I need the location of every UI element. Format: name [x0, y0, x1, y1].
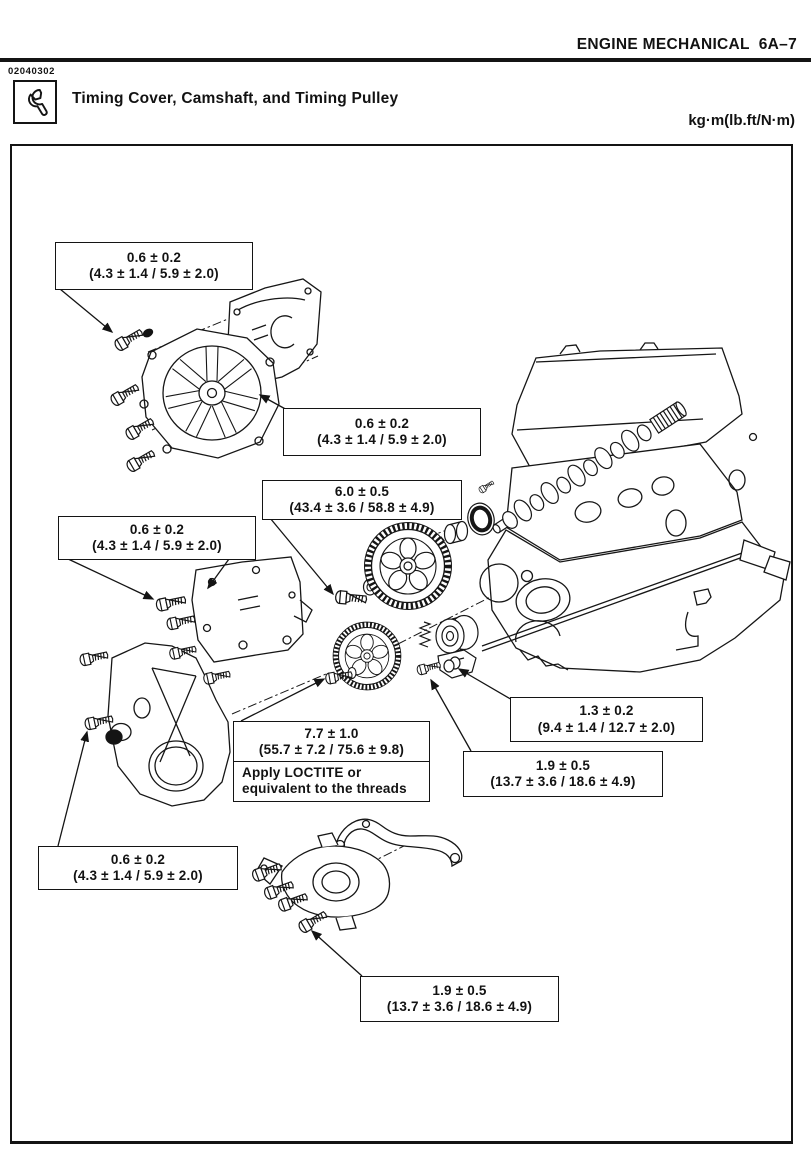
torque-converted: (4.3 ± 1.4 / 5.9 ± 2.0) — [73, 868, 203, 883]
note-line-1: Apply LOCTITE or — [242, 764, 362, 780]
loctite-note: Apply LOCTITE or equivalent to the threa… — [234, 762, 429, 801]
header-rule — [0, 58, 811, 62]
torque-value: 0.6 ± 0.2 — [126, 249, 182, 265]
torque-callout-tensioner-bolt: 1.9 ± 0.5 (13.7 ± 3.6 / 18.6 ± 4.9) — [463, 751, 663, 797]
torque-converted: (13.7 ± 3.6 / 18.6 ± 4.9) — [490, 774, 636, 789]
torque-converted: (55.7 ± 7.2 / 75.6 ± 9.8) — [258, 742, 405, 757]
torque-value: 6.0 ± 0.5 — [334, 483, 390, 499]
torque-callout-crank-pulley-bolt: 7.7 ± 1.0 (55.7 ± 7.2 / 75.6 ± 9.8) Appl… — [233, 721, 430, 802]
service-icon-box — [13, 80, 57, 124]
torque-converted: (43.4 ± 3.6 / 58.8 ± 4.9) — [289, 500, 435, 515]
torque-converted: (13.7 ± 3.6 / 18.6 ± 4.9) — [386, 999, 533, 1014]
torque-section: 7.7 ± 1.0 (55.7 ± 7.2 / 75.6 ± 9.8) — [234, 723, 429, 762]
page-header: ENGINE MECHANICAL 6A–7 — [576, 36, 797, 53]
torque-value: 1.9 ± 0.5 — [535, 757, 591, 773]
torque-callout-lower-cover-upper: 0.6 ± 0.2 (4.3 ± 1.4 / 5.9 ± 2.0) — [58, 516, 256, 560]
section-title: Timing Cover, Camshaft, and Timing Pulle… — [72, 90, 399, 107]
torque-value: 1.9 ± 0.5 — [432, 982, 487, 998]
torque-callout-lower-cover-lower: 0.6 ± 0.2 (4.3 ± 1.4 / 5.9 ± 2.0) — [38, 846, 238, 890]
torque-units-label: kg·m(lb.ft/N·m) — [688, 112, 795, 129]
figure-code: 02040302 — [8, 66, 56, 77]
torque-converted: (4.3 ± 1.4 / 5.9 ± 2.0) — [89, 266, 219, 281]
torque-value: 7.7 ± 1.0 — [304, 725, 359, 741]
torque-converted: (4.3 ± 1.4 / 5.9 ± 2.0) — [92, 538, 222, 553]
torque-callout-upper-cover-right: 0.6 ± 0.2 (4.3 ± 1.4 / 5.9 ± 2.0) — [283, 408, 481, 456]
torque-callout-cam-pulley-bolt: 6.0 ± 0.5 (43.4 ± 3.6 / 58.8 ± 4.9) — [262, 480, 462, 520]
note-line-2: equivalent to the threads — [242, 780, 407, 796]
torque-converted: (9.4 ± 1.4 / 12.7 ± 2.0) — [537, 719, 676, 735]
torque-value: 0.6 ± 0.2 — [354, 415, 410, 431]
torque-callout-tensioner-nut: 1.3 ± 0.2 (9.4 ± 1.4 / 12.7 ± 2.0) — [510, 697, 703, 742]
wrench-icon — [27, 89, 48, 116]
torque-value: 1.3 ± 0.2 — [579, 703, 634, 718]
torque-converted: (4.3 ± 1.4 / 5.9 ± 2.0) — [317, 432, 447, 447]
torque-callout-mount-bracket-bolt: 1.9 ± 0.5 (13.7 ± 3.6 / 18.6 ± 4.9) — [360, 976, 559, 1022]
torque-value: 0.6 ± 0.2 — [129, 521, 185, 537]
torque-value: 0.6 ± 0.2 — [110, 851, 166, 867]
torque-callout-upper-cover-left: 0.6 ± 0.2 (4.3 ± 1.4 / 5.9 ± 2.0) — [55, 242, 253, 290]
